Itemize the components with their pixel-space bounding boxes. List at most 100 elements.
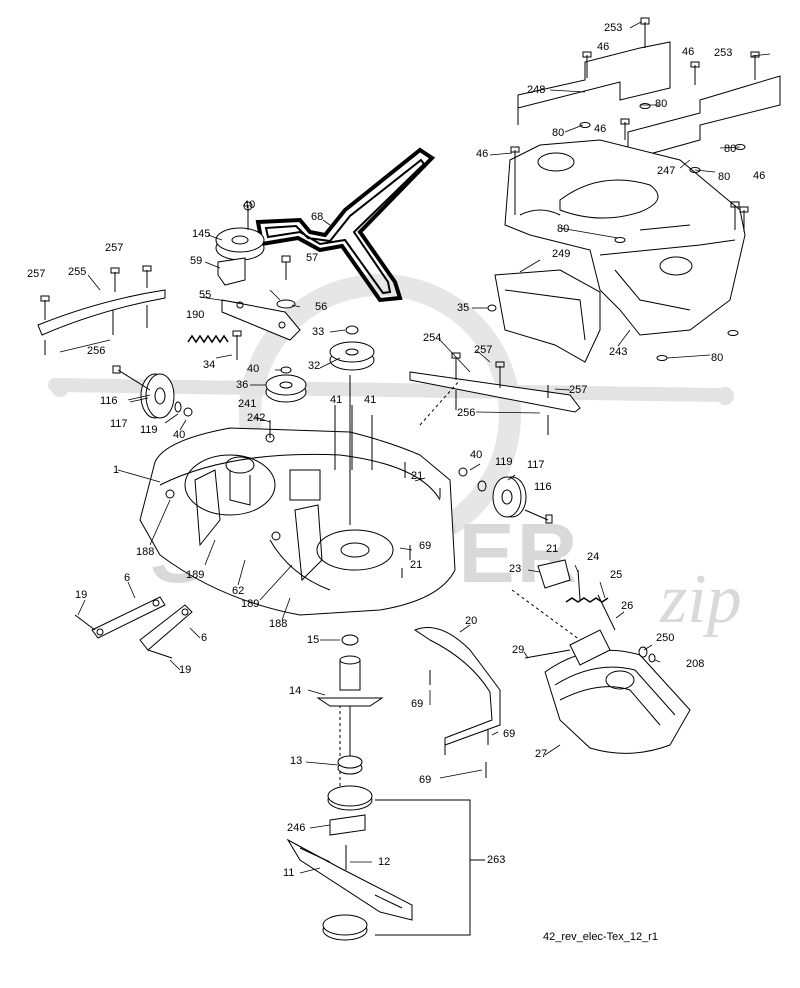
callout-117: 117	[110, 418, 128, 430]
callout-80: 80	[557, 223, 570, 235]
idler-arm-55	[221, 299, 301, 341]
callout-29: 29	[512, 644, 525, 656]
callout-34: 34	[203, 359, 216, 371]
callout-80: 80	[718, 171, 731, 183]
callout-253: 253	[714, 47, 733, 59]
chute-249	[494, 269, 601, 363]
callout-20: 20	[465, 615, 478, 627]
bracket-263	[375, 799, 485, 936]
spring-190	[187, 334, 229, 344]
callout-119: 119	[495, 456, 513, 468]
callout-69: 69	[411, 698, 424, 710]
deck-cover-left-248	[517, 41, 671, 125]
callout-57: 57	[306, 252, 319, 264]
callout-59: 59	[190, 255, 203, 267]
callout-256: 256	[87, 345, 106, 357]
callout-41: 41	[364, 394, 377, 406]
pulley-32	[329, 325, 375, 371]
deck-housing-243	[504, 139, 746, 336]
blade-11	[286, 838, 413, 921]
callout-263: 263	[487, 854, 506, 866]
front-bracket-20	[413, 627, 501, 778]
callout-40: 40	[247, 363, 260, 375]
callout-12: 12	[378, 856, 391, 868]
bolt-57-washer-56	[276, 255, 296, 309]
callout-46: 46	[476, 148, 489, 160]
callout-23: 23	[509, 563, 522, 575]
callout-241: 241	[238, 398, 257, 410]
pulley-36	[265, 366, 307, 403]
callout-6: 6	[201, 632, 208, 644]
callout-253: 253	[604, 22, 623, 34]
dashed-lines	[339, 379, 581, 790]
callout-254: 254	[423, 332, 442, 344]
callout-189: 189	[241, 598, 260, 610]
mower-deck-1	[139, 375, 456, 616]
link-6-upper	[74, 596, 166, 639]
wheel-117-right	[458, 467, 553, 524]
bracket-59	[217, 257, 246, 286]
callout-15: 15	[307, 634, 320, 646]
callout-41: 41	[330, 394, 343, 406]
rod-24	[577, 569, 581, 601]
callout-249: 249	[552, 248, 571, 260]
callout-26: 26	[621, 600, 634, 612]
callout-46: 46	[594, 123, 607, 135]
callout-21: 21	[546, 543, 559, 555]
callout-242: 242	[247, 412, 266, 424]
callout-246: 246	[287, 822, 306, 834]
callout-80: 80	[655, 98, 668, 110]
bracket-23	[537, 559, 571, 589]
blade-adapter	[327, 785, 373, 836]
callout-13: 13	[290, 755, 303, 767]
idler-pulley-145	[215, 201, 265, 261]
callout-116: 116	[534, 481, 552, 493]
callout-56: 56	[315, 301, 328, 313]
gauge-bar-254	[409, 352, 581, 435]
callout-255: 255	[68, 266, 87, 278]
callout-117: 117	[527, 459, 545, 471]
callout-189: 189	[186, 569, 205, 581]
callout-46: 46	[597, 41, 610, 53]
callout-55: 55	[199, 289, 212, 301]
callout-69: 69	[419, 774, 432, 786]
callout-188: 188	[269, 618, 288, 630]
callout-21: 21	[411, 470, 424, 482]
drive-belt-68	[255, 147, 436, 303]
callout-32: 32	[308, 360, 321, 372]
leader-lines	[59, 21, 771, 874]
callout-250: 250	[656, 632, 675, 644]
callout-24: 24	[587, 551, 600, 563]
callout-80: 80	[552, 127, 565, 139]
watermark-suffix: zip	[660, 561, 742, 638]
callout-68: 68	[311, 211, 324, 223]
callout-27: 27	[535, 748, 548, 760]
callout-188: 188	[136, 546, 155, 558]
spindle-assembly	[316, 634, 384, 775]
callout-80: 80	[711, 352, 724, 364]
spring-25	[565, 594, 616, 631]
callout-80: 80	[724, 143, 737, 155]
callout-14: 14	[289, 685, 302, 697]
bolt-34	[232, 330, 242, 360]
diagram-caption: 42_rev_elec-Tex_12_r1	[543, 931, 658, 943]
callout-25: 25	[610, 569, 623, 581]
callout-190: 190	[186, 309, 205, 321]
wheel-117-left	[112, 365, 193, 419]
callout-247: 247	[657, 165, 676, 177]
callout-40: 40	[173, 429, 186, 441]
callout-46: 46	[753, 170, 766, 182]
callout-33: 33	[312, 326, 325, 338]
callout-69: 69	[503, 728, 516, 740]
callout-257: 257	[569, 384, 588, 396]
callout-40: 40	[470, 449, 483, 461]
blade-bolt-hub	[322, 914, 368, 941]
callout-208: 208	[686, 658, 705, 670]
deck-hardware	[165, 420, 441, 578]
callout-19: 19	[75, 589, 88, 601]
callout-35: 35	[457, 302, 470, 314]
callout-6: 6	[124, 572, 131, 584]
callout-19: 19	[179, 664, 192, 676]
callout-62: 62	[232, 585, 245, 597]
